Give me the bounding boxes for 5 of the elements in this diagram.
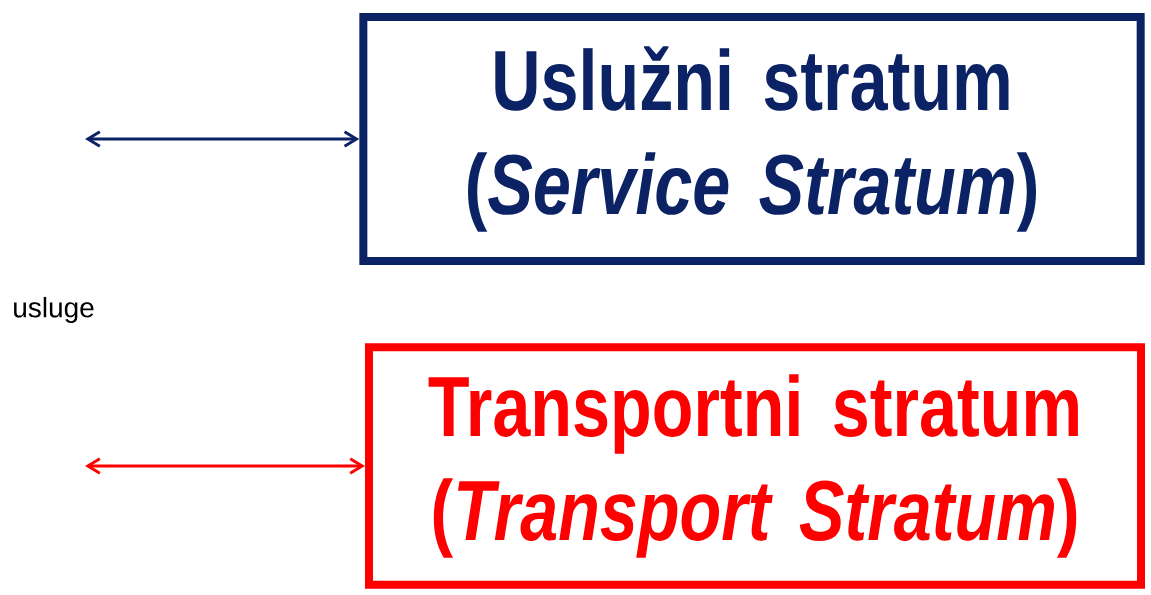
arrow xyxy=(85,130,360,148)
arrow xyxy=(85,457,365,475)
stratum-box: Transportni stratum (Transport Stratum) xyxy=(365,343,1145,589)
stratum-box: Uslužni stratum (Service Stratum) xyxy=(359,13,1145,265)
label-text: usluge xyxy=(14,296,94,324)
